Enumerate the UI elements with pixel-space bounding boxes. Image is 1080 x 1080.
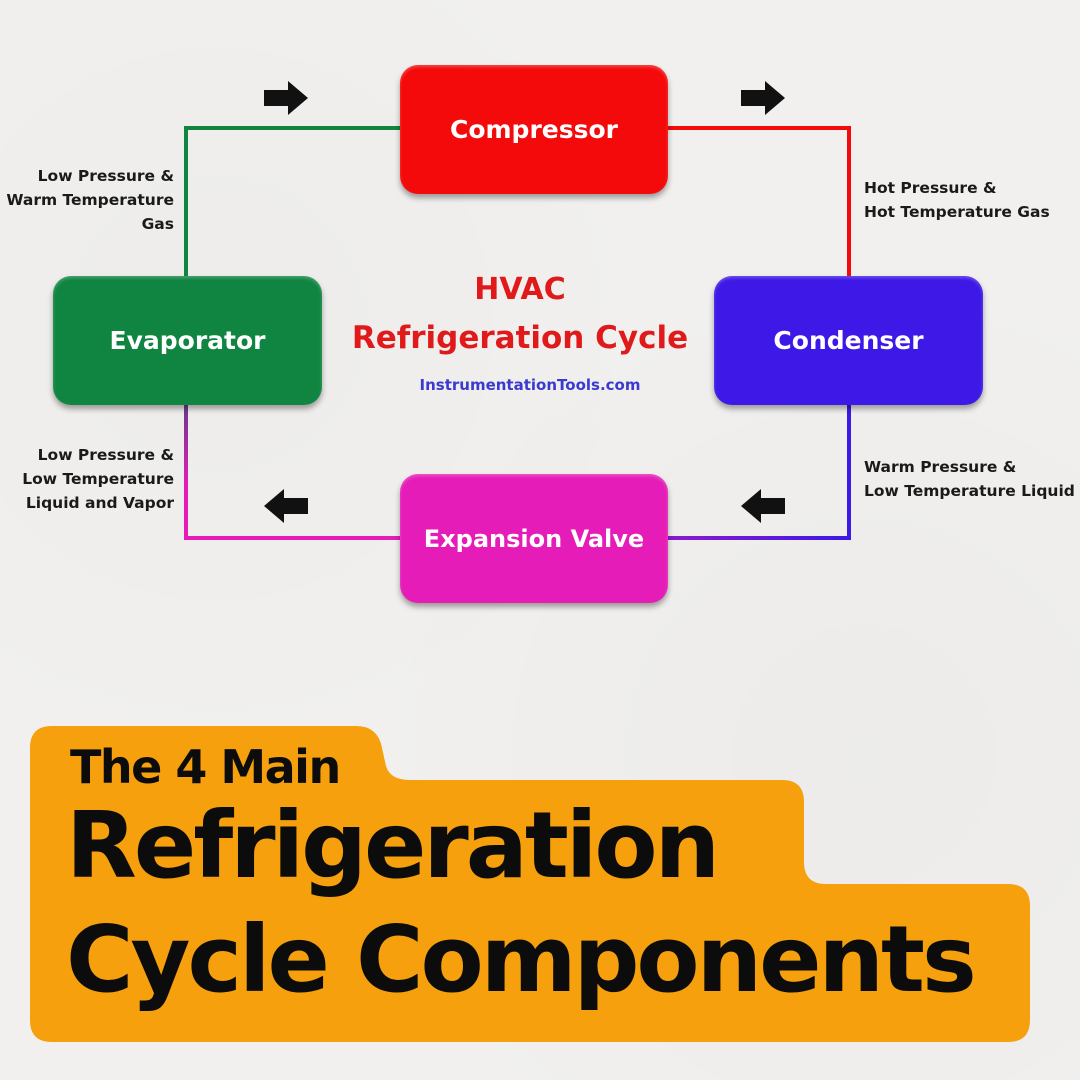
expansion-valve-label: Expansion Valve [423, 524, 645, 553]
flow-label-expansion-to-evaporator: Low Pressure & Low Temperature Liquid an… [22, 446, 174, 512]
banner-line3: Cycle Components [66, 906, 977, 1013]
diagram-title-line1: HVAC [474, 272, 566, 307]
pipe-expansion-evaporator [184, 405, 400, 540]
flow-label-evaporator-to-compressor: Low Pressure & Warm Temperature Gas [6, 167, 174, 233]
condenser-box: Condenser [714, 276, 983, 405]
banner-line1: The 4 Main [70, 740, 341, 794]
expansion-valve-box: Expansion Valve [400, 474, 668, 603]
arrow-right-icon [741, 81, 785, 115]
website-credit: InstrumentationTools.com [419, 376, 641, 394]
flow-label-condenser-to-expansion: Warm Pressure & Low Temperature Liquid [864, 458, 1075, 500]
evaporator-label: Evaporator [109, 326, 266, 355]
arrow-left-icon [264, 489, 308, 523]
flow-label-compressor-to-condenser: Hot Pressure & Hot Temperature Gas [864, 179, 1050, 221]
pipe-evaporator-compressor [184, 126, 400, 276]
banner-line2: Refrigeration [66, 792, 720, 899]
arrow-right-icon [264, 81, 308, 115]
diagram-title-line2: Refrigeration Cycle [351, 320, 689, 356]
evaporator-box: Evaporator [53, 276, 322, 405]
pipe-condenser-expansion [668, 405, 851, 540]
compressor-box: Compressor [400, 65, 668, 194]
pipe-compressor-condenser [668, 126, 851, 276]
condenser-label: Condenser [773, 326, 924, 355]
compressor-label: Compressor [449, 115, 619, 144]
arrow-left-icon [741, 489, 785, 523]
